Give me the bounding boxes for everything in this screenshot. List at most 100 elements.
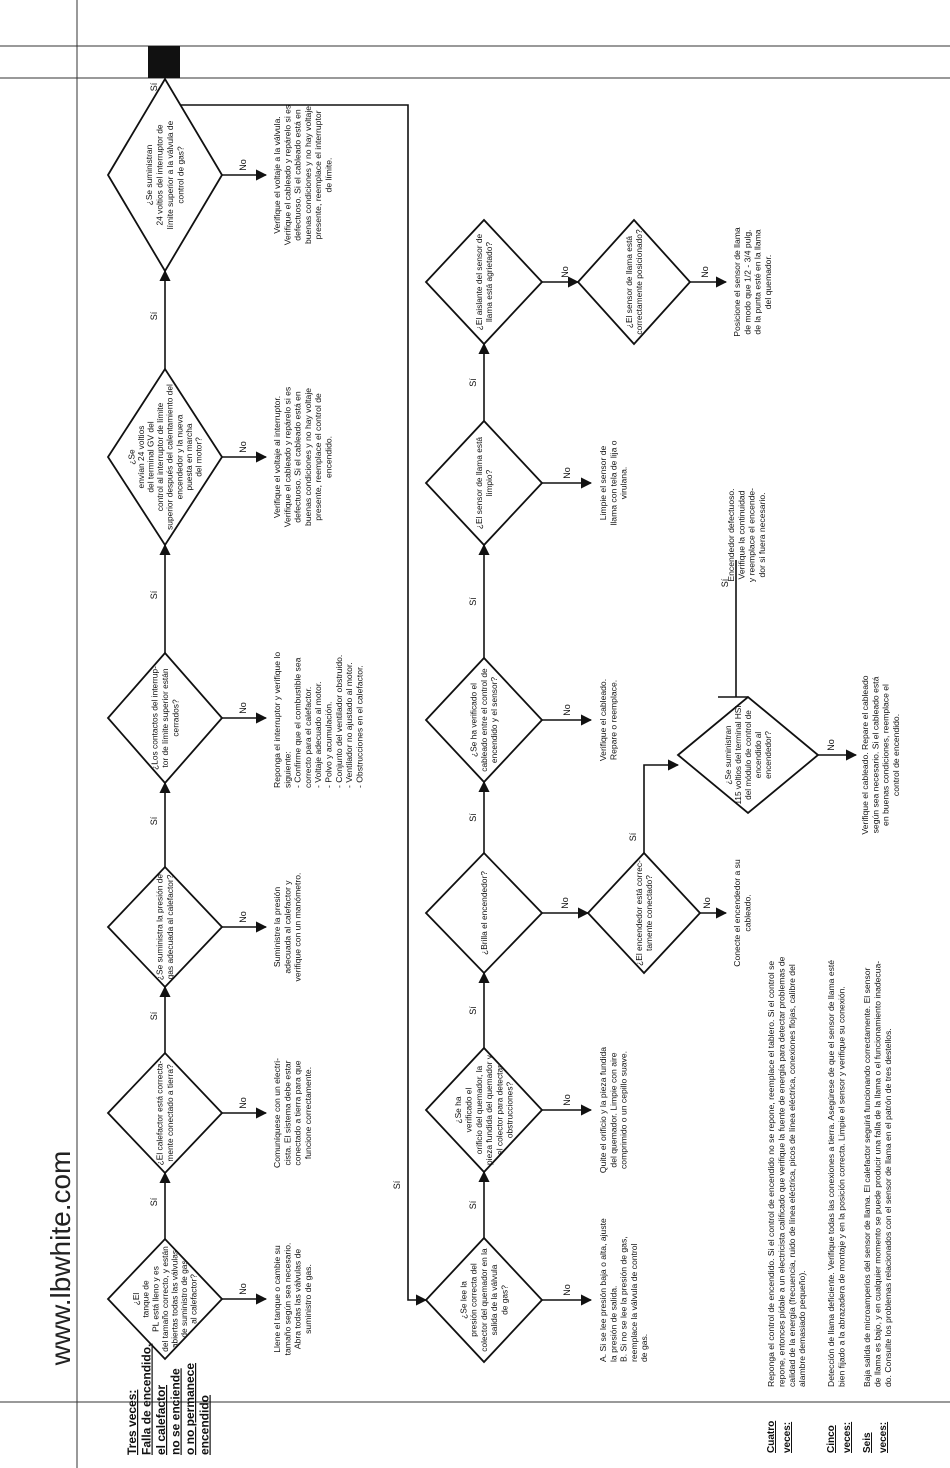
yes-label: Sí [149, 590, 159, 599]
text-line: ¿Se lee la [458, 1281, 468, 1319]
text-line: en buenas condiciones, reemplace el [881, 684, 891, 826]
text-line: Abra todas las válvulas de [293, 1249, 303, 1350]
text-line: encendedor? [764, 731, 773, 779]
page-tab-marker [148, 46, 180, 78]
decision-diamonds [106, 77, 820, 1364]
text-line: de gas. [639, 1334, 649, 1362]
text-line: Reponga el interruptor y verifique lo [272, 652, 282, 788]
text-line: verificado el [463, 1088, 473, 1133]
text-line: B. Si no se lee la presión de gas, [619, 1236, 629, 1362]
note-line: do. Consulte los problemas relacionados … [883, 1028, 893, 1387]
text-line: orificio del quemador, la [474, 1065, 484, 1154]
text-line: ¿Se ha verificado el [469, 683, 479, 757]
no-label: No [562, 704, 572, 716]
top-action-5: Verifique el voltaje al interruptor.Veri… [272, 387, 334, 527]
text-line: mente conectado a tierra? [165, 1064, 175, 1162]
text-line: adecuada al calefactor y [282, 880, 292, 974]
text-line: de modo que 1/2 - 3/4 pulg. [742, 229, 752, 334]
sub-decision-2 [676, 695, 820, 815]
text-line: presente, reemplace el control de [313, 393, 323, 521]
text-line: encendido. [324, 436, 334, 478]
text-line: presión correcta del [469, 1263, 479, 1337]
yes-label: Sí [720, 578, 730, 587]
sub-action-2: Verifique el cableado. Repare el cablead… [860, 675, 901, 834]
bottom-decision-5 [424, 419, 544, 547]
no-label: No [238, 702, 248, 714]
text-line: dor si fuera necesario. [757, 492, 767, 577]
top-decision-text-4: ¿Los contactos del interrup-tor de límit… [149, 666, 180, 770]
title-line: o no permanece [183, 1363, 197, 1455]
text-line: control de encendido. [891, 714, 901, 796]
sub-decision-1 [586, 851, 702, 975]
text-line: encendido al [754, 732, 763, 779]
sub-decision-text-1: ¿El encendedor está correc-tamente conec… [634, 860, 654, 966]
text-line: al calefactor? [189, 1274, 199, 1324]
text-line: límite superior a la válvula de [165, 120, 175, 229]
top-decision-2 [106, 1051, 224, 1175]
bottom-action-1: A. Si se lee presión baja o alta, ajuste… [598, 1218, 649, 1362]
text-line: ¿Brilla el encendedor? [479, 871, 489, 955]
text-line: ¿El sensor de llama está [624, 236, 634, 329]
top-decision-1 [106, 1237, 224, 1361]
note-heading: Cuatro [766, 1421, 777, 1453]
yes-label: Sí [468, 1200, 478, 1209]
text-line: defectuoso. Si el cableado está en [293, 391, 303, 523]
text-line: cerrados? [170, 699, 180, 737]
text-line: ¿El calefactor está correcta- [155, 1060, 165, 1165]
title-line: no se enciende [169, 1368, 183, 1455]
text-line: la presión de salida. [608, 1286, 618, 1362]
text-line: Verifique el cableado y repárelo si es [282, 105, 292, 245]
no-label: No [826, 739, 836, 751]
text-line: del tamaño correcto, y están [160, 1246, 170, 1352]
text-line: ¿El sensor de llama está [474, 437, 484, 530]
text-line: ¿Los contactos del interrup- [149, 666, 159, 770]
text-line: verifique con un manómetro. [293, 873, 303, 982]
text-line: - Ventilador no ajustado al motor. [344, 662, 354, 788]
text-line: conectado a tierra para que [293, 1060, 303, 1165]
text-line: Quite el orificio y la pieza fundida [598, 1047, 608, 1173]
text-line: Encendedor defectuoso. [726, 488, 736, 581]
text-line: funcione correctamente. [303, 1067, 313, 1159]
text-line: Posicione el sensor de llama [732, 227, 742, 337]
text-line: cista. El sistema debe estar [282, 1060, 292, 1165]
no-label: No [238, 911, 248, 923]
text-line: ¿El encendedor está correc- [634, 860, 644, 966]
text-line: A. Si se lee presión baja o alta, ajuste [598, 1218, 608, 1362]
text-line: Suministre la presión [272, 887, 282, 967]
text-line: - Obstrucciones en el calefactor. [354, 665, 364, 788]
note-heading: veces: [842, 1422, 853, 1453]
bottom-decision-6 [424, 218, 544, 346]
top-decision-6 [106, 77, 224, 273]
note-line: repone, entonces pídale a un electricist… [776, 956, 786, 1387]
yes-label: Sí [468, 597, 478, 606]
text-line: gas adecuada al calefactor? [165, 874, 175, 979]
text-line: pieza fundida del quemador y [484, 1054, 494, 1165]
text-line: superior después del calentamiento del [165, 384, 175, 530]
top-decision-5 [106, 367, 224, 547]
text-line: control al interruptor de límite [155, 402, 165, 511]
text-line: encendido y el sensor? [489, 677, 499, 763]
text-line: correctamente posicionado? [634, 229, 644, 335]
text-line: tamaño según sea necesario. [282, 1243, 292, 1356]
text-line: ¿Se suministran [144, 144, 154, 205]
text-line: colector del quemador en la [479, 1248, 489, 1352]
no-label: No [238, 441, 248, 453]
connector-line [165, 104, 428, 1306]
title-line: encendido [198, 1395, 212, 1455]
yes-label: Sí [392, 1180, 402, 1189]
no-label: No [562, 1284, 572, 1296]
text-line: de la punta esté en la llama [753, 229, 763, 334]
text-line: comprimido o un cepillo suave. [619, 1051, 629, 1169]
text-line: encendedor y la nueva [174, 414, 184, 499]
text-line: suministro de gas. [303, 1264, 313, 1334]
no-label: No [562, 467, 572, 479]
note-line: de llama es bajo, y en cualquier momento… [872, 961, 882, 1387]
text-line: ¿Se suministra la presión de [155, 874, 165, 980]
